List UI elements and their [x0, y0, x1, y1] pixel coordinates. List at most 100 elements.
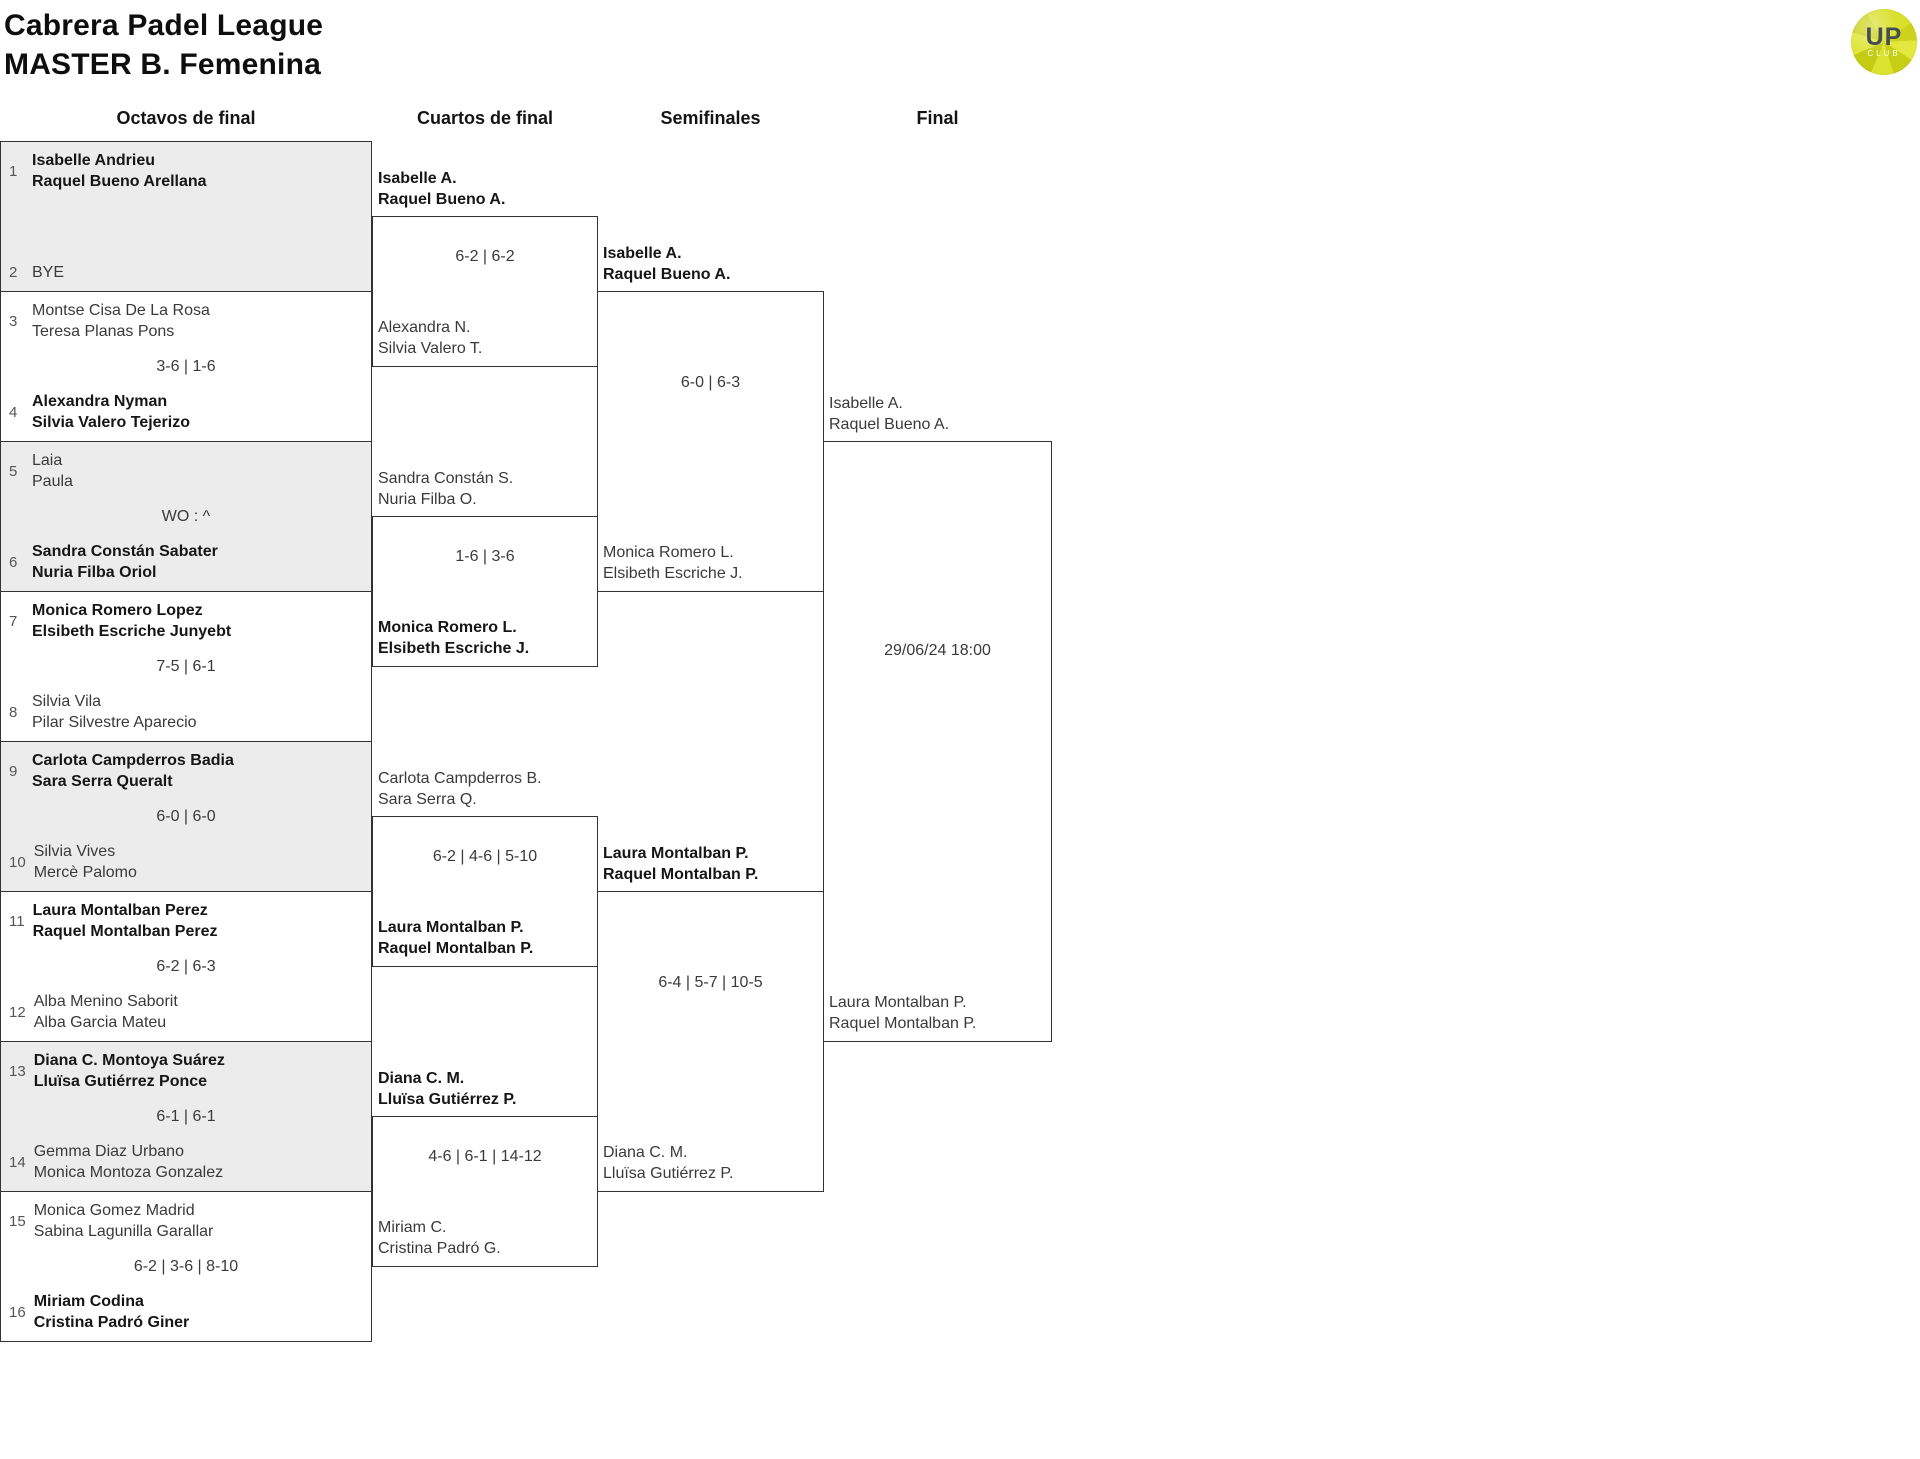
match-score: 6-0 | 6-3: [680, 374, 741, 391]
seed-number: 6: [9, 553, 18, 571]
team-name-line: Alba Menino Saborit: [33, 993, 178, 1010]
team-name-line: Elsibeth Escriche J.: [378, 640, 530, 657]
team-name-line: Laia: [32, 452, 63, 469]
logo-subtext: CLUB: [1867, 49, 1901, 58]
team-name-line: Miriam C.: [378, 1219, 447, 1236]
team-name-line: Nuria Filba Oriol: [32, 564, 157, 581]
round-header-cuartos: Cuartos de final: [416, 108, 554, 128]
team-name-line: Lluïsa Gutiérrez P.: [603, 1165, 734, 1182]
participant-label-final-top: Isabelle A. Raquel Bueno A.: [829, 393, 1047, 435]
team-name-line: Diana C. M.: [378, 1070, 465, 1087]
team-name-line: Raquel Bueno A.: [829, 416, 950, 433]
team-name-line: Silvia Vila: [32, 693, 102, 710]
team-name-line: Elsibeth Escriche J.: [603, 565, 743, 582]
team-name-line: Cristina Padró Giner: [33, 1314, 190, 1331]
seed-number: 7: [9, 612, 18, 630]
participant-label-qf3-top: Carlota Campderros B. Sara Serra Q.: [378, 768, 592, 810]
team-name-line: Alba Garcia Mateu: [33, 1014, 167, 1031]
team-name-line: Raquel Montalban P.: [829, 1015, 977, 1032]
team-name-line: Isabelle A.: [829, 395, 903, 412]
team-names: BYE: [32, 262, 64, 283]
seed-number: 8: [9, 703, 18, 721]
match-score: 6-2 | 4-6 | 5-10: [432, 848, 538, 865]
team-name-line: Diana C. Montoya Suárez: [33, 1052, 225, 1069]
team-name-line: Isabelle A.: [603, 245, 682, 262]
seed-number: 15: [9, 1212, 26, 1230]
match-score: 6-0 | 6-0: [156, 807, 216, 825]
team-name-line: Sandra Constán Sabater: [32, 543, 218, 560]
round-header-octavos: Octavos de final: [116, 108, 256, 128]
participant-label-sf2-bottom: Diana C. M.Lluïsa Gutiérrez P.: [603, 1142, 819, 1184]
team-name-line: Raquel Montalban P.: [603, 866, 759, 883]
team-name-line: Monica Romero Lopez: [32, 602, 203, 619]
match-score: 6-4 | 5-7 | 10-5: [658, 974, 763, 991]
match-score: 1-6 | 3-6: [455, 548, 515, 565]
team-name-line: Carlota Campderros B.: [378, 770, 542, 787]
participant-label-qf2-top: Sandra Constán S.Nuria Filba O.: [378, 468, 592, 510]
match-score: 3-6 | 1-6: [156, 357, 216, 375]
team-name-line: Silvia Vives: [33, 843, 116, 860]
match-score: 6-2 | 3-6 | 8-10: [133, 1257, 239, 1275]
team-name-line: Monica Romero L.: [603, 544, 734, 561]
logo-text: UP: [1865, 23, 1903, 51]
seed-number: 13: [9, 1062, 26, 1080]
team-name-line: Alexandra Nyman: [32, 393, 168, 410]
participant-label-qf4-top: Diana C. M. Lluïsa Gutiérrez P.: [378, 1068, 592, 1110]
participant-label-qf4-bottom: Miriam C.Cristina Padró G.: [378, 1217, 592, 1259]
page-title: Cabrera Padel League: [4, 9, 324, 42]
team-entry: 2 BYE: [1, 262, 371, 283]
team-name-line: Pilar Silvestre Aparecio: [32, 714, 197, 731]
match-score: 6-2 | 6-2: [455, 248, 515, 265]
team-name-line: Raquel Bueno Arellana: [32, 173, 207, 190]
seed-number: 14: [9, 1153, 26, 1171]
participant-label-final-bottom: Laura Montalban P.Raquel Montalban P.: [829, 992, 1047, 1034]
seed-number: 10: [9, 853, 26, 871]
team-name-line: Alexandra N.: [378, 319, 471, 336]
match-score: 4-6 | 6-1 | 14-12: [428, 1148, 542, 1165]
team-name-line: Isabelle Andrieu: [32, 152, 155, 169]
team-name-line: Lluïsa Gutiérrez P.: [378, 1091, 517, 1108]
seed-number: 1: [9, 162, 18, 180]
seed-number: 4: [9, 403, 18, 421]
match-score: 7-5 | 6-1: [156, 657, 216, 675]
seed-number: 2: [9, 264, 18, 281]
match-score: WO : ^: [161, 507, 211, 525]
page-subtitle: MASTER B. Femenina: [4, 48, 321, 81]
team-name-line: Teresa Planas Pons: [32, 323, 175, 340]
team-name-line: Sara Serra Q.: [378, 791, 477, 808]
match-box-final: 29/06/24 18:00: [823, 441, 1052, 1042]
match-score: 6-2 | 6-3: [156, 957, 216, 975]
team-name-line: Miriam Codina: [33, 1293, 144, 1310]
participant-label-sf1-bottom: Monica Romero L. Elsibeth Escriche J.: [603, 542, 819, 584]
team-name-line: Monica Gomez Madrid: [33, 1202, 195, 1219]
final-match-datetime: 29/06/24 18:00: [884, 642, 991, 659]
seed-number: 5: [9, 462, 18, 480]
team-name-line: Raquel Bueno A.: [603, 266, 731, 283]
team-name-line: Mercè Palomo: [33, 864, 137, 881]
team-name-line: Paula: [32, 473, 73, 490]
seed-number: 16: [9, 1303, 26, 1321]
